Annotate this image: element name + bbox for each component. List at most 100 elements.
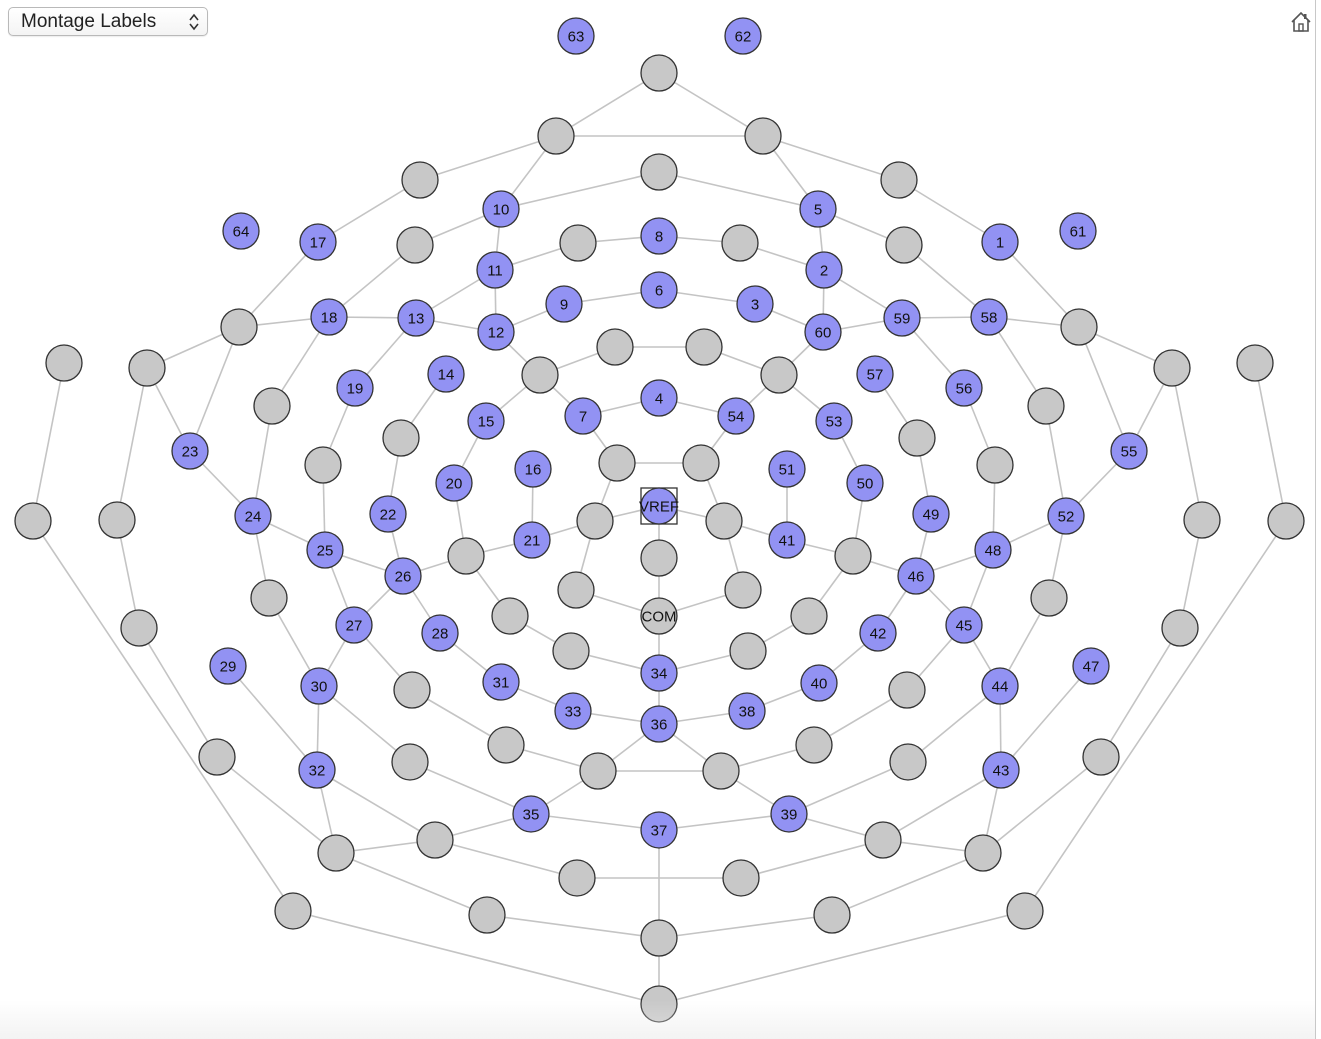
electrode-60[interactable]: 60 — [804, 313, 842, 351]
electrode-unlabeled[interactable] — [253, 387, 291, 425]
electrode-unlabeled[interactable] — [537, 117, 575, 155]
electrode-circle[interactable] — [856, 355, 894, 393]
electrode-circle[interactable] — [736, 285, 774, 323]
electrode-39[interactable]: 39 — [770, 795, 808, 833]
electrode-unlabeled[interactable] — [521, 356, 559, 394]
electrode-circle[interactable] — [770, 795, 808, 833]
electrode-21[interactable]: 21 — [513, 521, 551, 559]
electrode-5[interactable]: 5 — [799, 190, 837, 228]
electrode-46[interactable]: 46 — [897, 557, 935, 595]
electrode-unlabeled[interactable] — [274, 892, 312, 930]
electrode-unlabeled[interactable] — [317, 834, 355, 872]
electrode-28[interactable]: 28 — [421, 614, 459, 652]
electrode-circle[interactable] — [310, 298, 348, 336]
electrode-44[interactable]: 44 — [981, 667, 1019, 705]
electrode-circle[interactable] — [724, 17, 762, 55]
electrode-circle[interactable] — [846, 464, 884, 502]
electrode-unlabeled[interactable] — [382, 419, 420, 457]
electrode-unlabeled[interactable] — [834, 537, 872, 575]
electrode-circle[interactable] — [981, 223, 1019, 261]
electrode-circle[interactable] — [1110, 432, 1148, 470]
electrode-34[interactable]: 34 — [640, 654, 678, 692]
electrode-25[interactable]: 25 — [306, 531, 344, 569]
electrode-54[interactable]: 54 — [717, 397, 755, 435]
electrode-36[interactable]: 36 — [640, 705, 678, 743]
electrode-22[interactable]: 22 — [369, 495, 407, 533]
electrode-1[interactable]: 1 — [981, 223, 1019, 261]
electrode-circle[interactable] — [234, 497, 272, 535]
electrode-16[interactable]: 16 — [514, 450, 552, 488]
electrode-circle[interactable] — [222, 212, 260, 250]
electrode-unlabeled[interactable] — [552, 632, 590, 670]
electrode-unlabeled[interactable] — [557, 571, 595, 609]
electrode-circle[interactable] — [640, 705, 678, 743]
electrode-52[interactable]: 52 — [1047, 497, 1085, 535]
electrode-circle[interactable] — [513, 521, 551, 559]
electrode-unlabeled[interactable] — [128, 349, 166, 387]
electrode-circle[interactable] — [482, 190, 520, 228]
electrode-unlabeled[interactable] — [744, 117, 782, 155]
electrode-64[interactable]: 64 — [222, 212, 260, 250]
electrode-unlabeled[interactable] — [682, 444, 720, 482]
electrode-unlabeled[interactable] — [760, 356, 798, 394]
electrode-circle[interactable] — [640, 487, 678, 525]
electrode-unlabeled[interactable] — [491, 597, 529, 635]
electrode-circle[interactable] — [768, 450, 806, 488]
electrode-circle[interactable] — [640, 811, 678, 849]
electrode-circle[interactable] — [728, 692, 766, 730]
electrode-circle[interactable] — [369, 495, 407, 533]
electrode-unlabeled[interactable] — [888, 671, 926, 709]
electrode-unlabeled[interactable] — [45, 344, 83, 382]
electrode-unlabeled[interactable] — [964, 834, 1002, 872]
electrode-unlabeled[interactable] — [640, 919, 678, 957]
electrode-circle[interactable] — [514, 450, 552, 488]
electrode-circle[interactable] — [982, 751, 1020, 789]
electrode-unlabeled[interactable] — [724, 571, 762, 609]
electrode-57[interactable]: 57 — [856, 355, 894, 393]
electrode-circle[interactable] — [859, 614, 897, 652]
electrode-circle[interactable] — [974, 531, 1012, 569]
electrode-circle[interactable] — [1047, 497, 1085, 535]
electrode-2[interactable]: 2 — [805, 251, 843, 289]
electrode-3[interactable]: 3 — [736, 285, 774, 323]
electrode-24[interactable]: 24 — [234, 497, 272, 535]
electrode-circle[interactable] — [171, 432, 209, 470]
electrode-56[interactable]: 56 — [945, 369, 983, 407]
electrode-unlabeled[interactable] — [120, 609, 158, 647]
electrode-20[interactable]: 20 — [435, 464, 473, 502]
electrode-unlabeled[interactable] — [722, 859, 760, 897]
electrode-circle[interactable] — [397, 299, 435, 337]
electrode-19[interactable]: 19 — [336, 369, 374, 407]
electrode-unlabeled[interactable] — [468, 896, 506, 934]
electrode-unlabeled[interactable] — [14, 502, 52, 540]
electrode-23[interactable]: 23 — [171, 432, 209, 470]
electrode-unlabeled[interactable] — [640, 985, 678, 1023]
electrode-32[interactable]: 32 — [298, 751, 336, 789]
electrode-unlabeled[interactable] — [596, 328, 634, 366]
electrode-10[interactable]: 10 — [482, 190, 520, 228]
electrode-63[interactable]: 63 — [557, 17, 595, 55]
electrode-31[interactable]: 31 — [482, 663, 520, 701]
electrode-49[interactable]: 49 — [912, 495, 950, 533]
electrode-circle[interactable] — [800, 664, 838, 702]
electrode-unlabeled[interactable] — [640, 153, 678, 191]
electrode-8[interactable]: 8 — [640, 217, 678, 255]
electrode-circle[interactable] — [482, 663, 520, 701]
electrode-9[interactable]: 9 — [545, 285, 583, 323]
electrode-unlabeled[interactable] — [1267, 502, 1305, 540]
electrode-14[interactable]: 14 — [427, 355, 465, 393]
electrode-circle[interactable] — [768, 521, 806, 559]
electrode-circle[interactable] — [970, 298, 1008, 336]
electrode-4[interactable]: 4 — [640, 379, 678, 417]
electrode-circle[interactable] — [427, 355, 465, 393]
electrode-50[interactable]: 50 — [846, 464, 884, 502]
electrode-unlabeled[interactable] — [1006, 892, 1044, 930]
electrode-vref[interactable]: VREF — [639, 487, 679, 525]
electrode-circle[interactable] — [477, 313, 515, 351]
electrode-circle[interactable] — [945, 606, 983, 644]
electrode-unlabeled[interactable] — [1027, 387, 1065, 425]
electrode-43[interactable]: 43 — [982, 751, 1020, 789]
electrode-unlabeled[interactable] — [98, 501, 136, 539]
electrode-26[interactable]: 26 — [384, 557, 422, 595]
electrode-59[interactable]: 59 — [883, 299, 921, 337]
